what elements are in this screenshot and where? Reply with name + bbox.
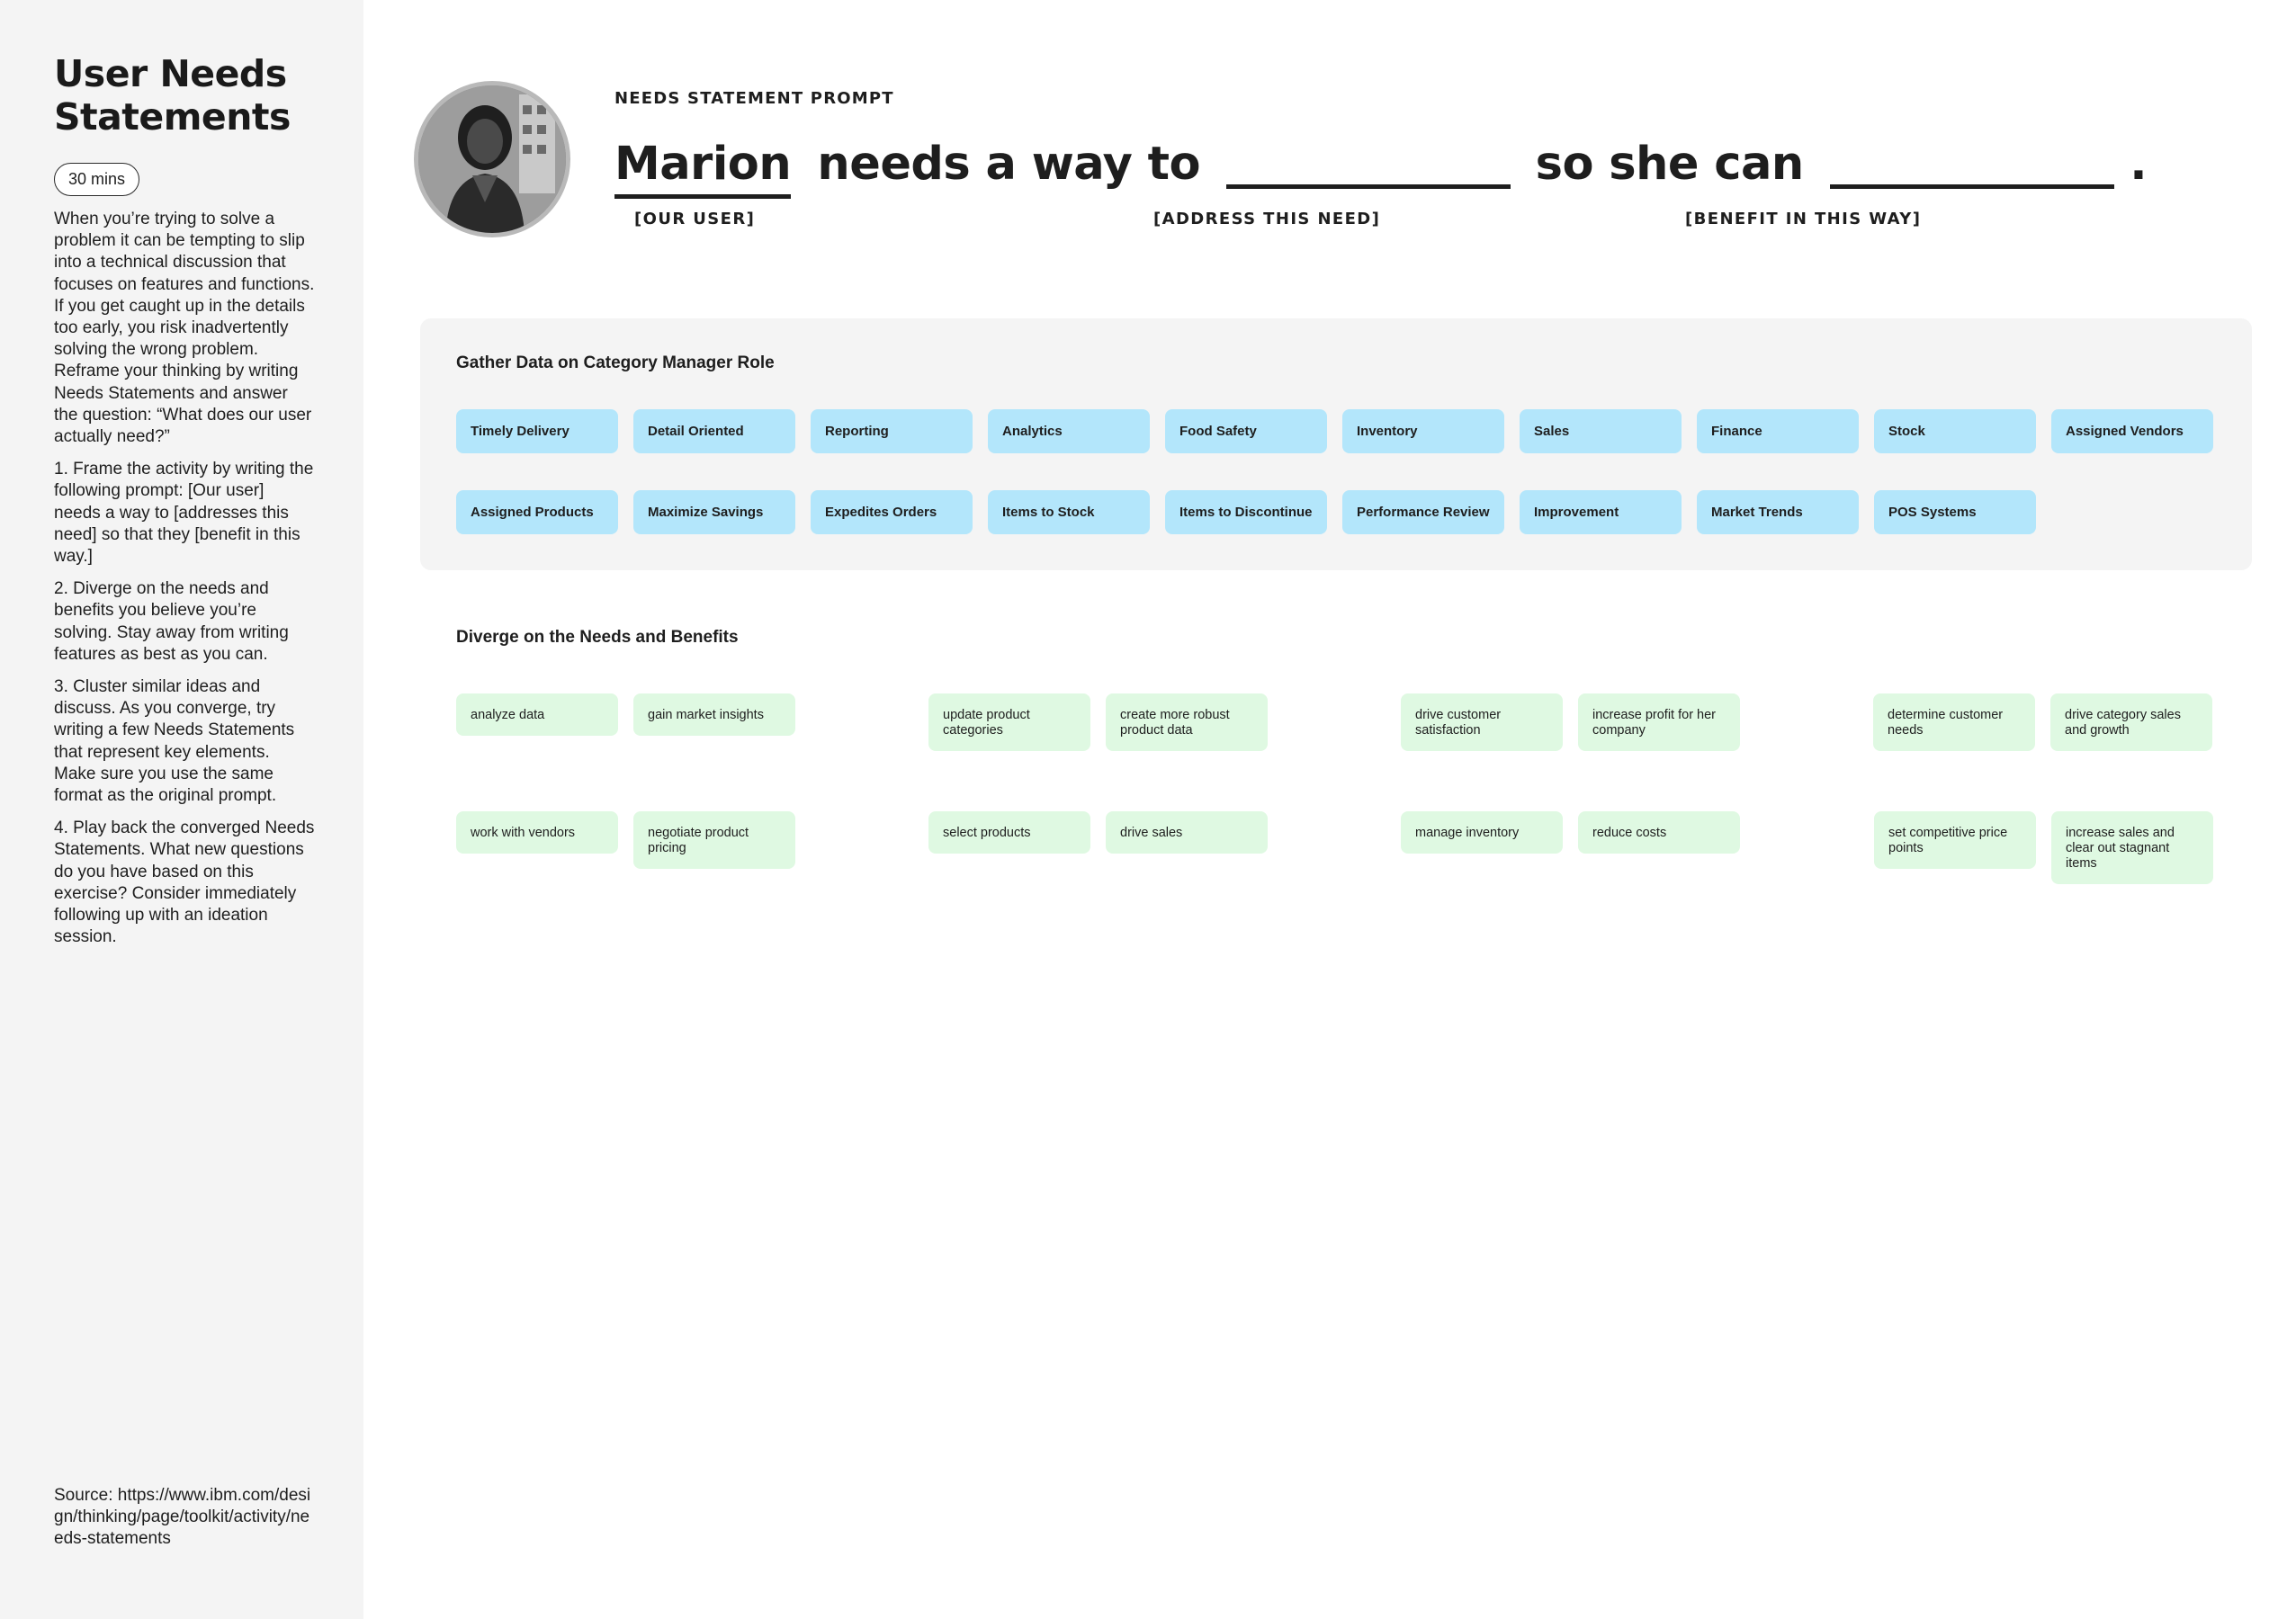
label-address-need: [ADDRESS THIS NEED] xyxy=(1153,210,1381,228)
label-our-user: [OUR USER] xyxy=(634,210,756,228)
data-chip[interactable]: Detail Oriented xyxy=(633,409,795,453)
sticky-note[interactable]: select products xyxy=(928,811,1090,854)
diverge-section-title: Diverge on the Needs and Benefits xyxy=(456,628,739,647)
source-citation: Source: https://www.ibm.com/design/think… xyxy=(54,1486,311,1549)
prompt-period: . xyxy=(2130,138,2148,191)
data-chip[interactable]: Sales xyxy=(1520,409,1682,453)
user-avatar xyxy=(414,81,570,237)
activity-title: User Needs Statements xyxy=(54,52,291,139)
person-portrait-image xyxy=(418,85,566,233)
data-chip[interactable]: Timely Delivery xyxy=(456,409,618,453)
label-benefit: [BENEFIT IN THIS WAY] xyxy=(1685,210,1922,228)
duration-badge: 30 mins xyxy=(54,163,140,196)
prompt-eyebrow: NEEDS STATEMENT PROMPT xyxy=(614,89,894,108)
needs-statement-prompt: Marion needs a way to so she can . xyxy=(614,135,2148,199)
data-chip[interactable]: Performance Review xyxy=(1342,490,1504,534)
instructions-text: When you’re trying to solve a problem it… xyxy=(54,209,315,960)
sticky-note[interactable]: analyze data xyxy=(456,693,618,736)
data-chip[interactable]: Assigned Products xyxy=(456,490,618,534)
data-chip[interactable]: Market Trends xyxy=(1697,490,1859,534)
sticky-note[interactable]: drive customer satisfaction xyxy=(1401,693,1563,751)
data-chip[interactable]: Assigned Vendors xyxy=(2051,409,2213,453)
sticky-note[interactable]: reduce costs xyxy=(1578,811,1740,854)
sticky-note[interactable]: work with vendors xyxy=(456,811,618,854)
data-chip[interactable]: Reporting xyxy=(811,409,973,453)
sticky-note[interactable]: drive category sales and growth xyxy=(2050,693,2212,751)
benefit-blank-field[interactable] xyxy=(1830,135,2114,189)
prompt-user-name: Marion xyxy=(614,135,792,199)
data-chip[interactable]: Items to Discontinue xyxy=(1165,490,1327,534)
data-chip[interactable]: Improvement xyxy=(1520,490,1682,534)
data-chip[interactable]: Items to Stock xyxy=(988,490,1150,534)
data-chip[interactable]: Expedites Orders xyxy=(811,490,973,534)
data-chip[interactable]: Inventory xyxy=(1342,409,1504,453)
intro-paragraph: When you’re trying to solve a problem it… xyxy=(54,210,315,447)
data-chip[interactable]: Food Safety xyxy=(1165,409,1327,453)
need-blank-field[interactable] xyxy=(1226,135,1511,189)
gather-section-title: Gather Data on Category Manager Role xyxy=(456,353,775,372)
sticky-note[interactable]: increase sales and clear out stagnant it… xyxy=(2051,811,2213,884)
data-chip[interactable]: Maximize Savings xyxy=(633,490,795,534)
instructions-sidebar: User Needs Statements 30 mins When you’r… xyxy=(0,0,363,1619)
step-3-paragraph: 3. Cluster similar ideas and discuss. As… xyxy=(54,677,295,806)
step-2-paragraph: 2. Diverge on the needs and benefits you… xyxy=(54,579,289,664)
sticky-note[interactable]: update product categories xyxy=(928,693,1090,751)
sticky-note[interactable]: negotiate product pricing xyxy=(633,811,795,869)
sticky-note[interactable]: determine customer needs xyxy=(1873,693,2035,751)
data-chip[interactable]: Stock xyxy=(1874,409,2036,453)
data-chip[interactable]: Finance xyxy=(1697,409,1859,453)
sticky-note[interactable]: create more robust product data xyxy=(1106,693,1268,751)
data-chip[interactable]: Analytics xyxy=(988,409,1150,453)
step-4-paragraph: 4. Play back the converged Needs Stateme… xyxy=(54,818,315,947)
sticky-note[interactable]: manage inventory xyxy=(1401,811,1563,854)
sticky-note[interactable]: set competitive price points xyxy=(1874,811,2036,869)
data-chip[interactable]: POS Systems xyxy=(1874,490,2036,534)
prompt-needs-text: needs a way to xyxy=(817,138,1201,191)
sticky-note[interactable]: drive sales xyxy=(1106,811,1268,854)
step-1-paragraph: 1. Frame the activity by writing the fol… xyxy=(54,460,314,567)
sticky-note[interactable]: increase profit for her company xyxy=(1578,693,1740,751)
sticky-note[interactable]: gain market insights xyxy=(633,693,795,736)
prompt-so-text: so she can xyxy=(1535,138,1805,191)
